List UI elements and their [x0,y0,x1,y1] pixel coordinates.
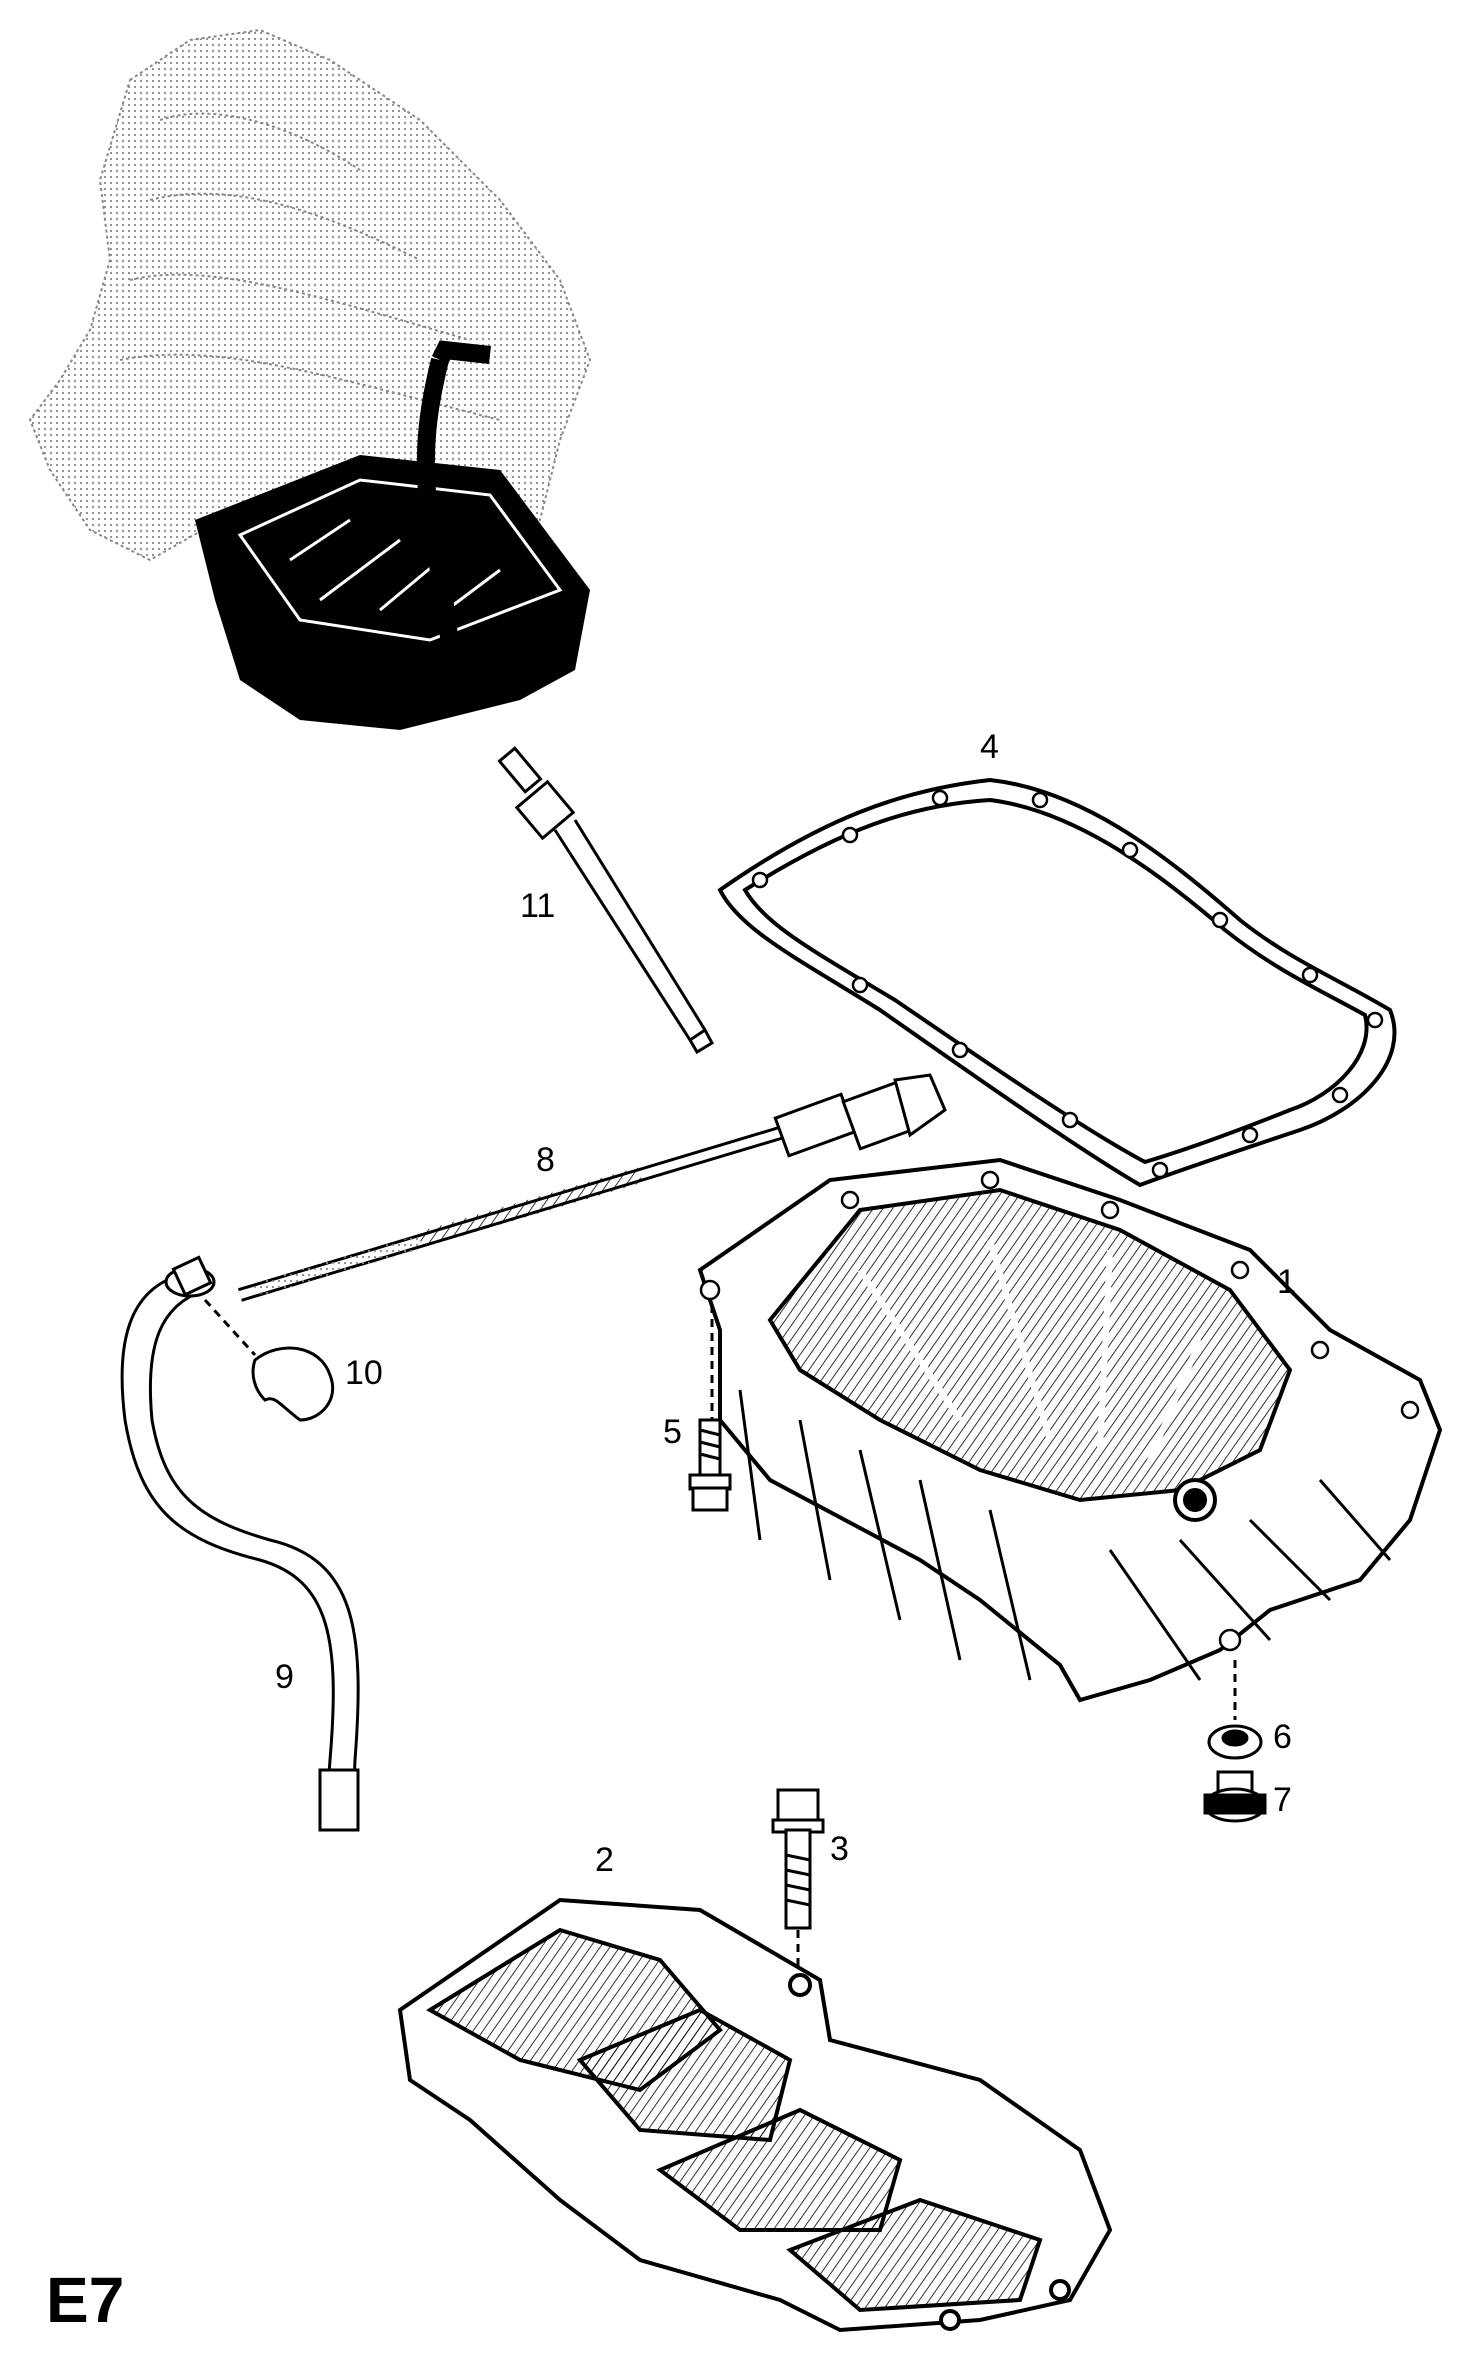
callout-9: 9 [275,1658,294,1696]
callout-2: 2 [595,1841,614,1879]
sheet-code: E7 [46,2264,125,2336]
part-6-seal-ring [1207,1724,1263,1760]
part-8-dipstick [237,1073,947,1302]
part-1-oil-pan [697,1157,1443,1720]
part-2-baffle-plate [397,1897,1113,2333]
callout-10: 10 [345,1354,383,1392]
part-11-oil-level-sensor [497,746,714,1055]
part-5-bolt [688,1418,732,1512]
part-7-drain-plug [1203,1770,1267,1823]
installed-oil-pan-silhouette [195,340,590,730]
callout-4: 4 [980,728,999,766]
callout-11: 11 [520,887,556,925]
part-4-oil-pan-gasket [717,777,1397,1188]
part-9-dipstick-guide-tube [120,1255,360,1832]
callout-3: 3 [830,1830,849,1868]
callout-7: 7 [1273,1781,1292,1819]
part-10-clip [203,1298,335,1422]
part-3-bolt [771,1788,825,1980]
callout-6: 6 [1273,1718,1292,1756]
callout-5: 5 [663,1413,682,1451]
callout-8: 8 [536,1141,555,1179]
callout-1: 1 [1277,1263,1296,1301]
